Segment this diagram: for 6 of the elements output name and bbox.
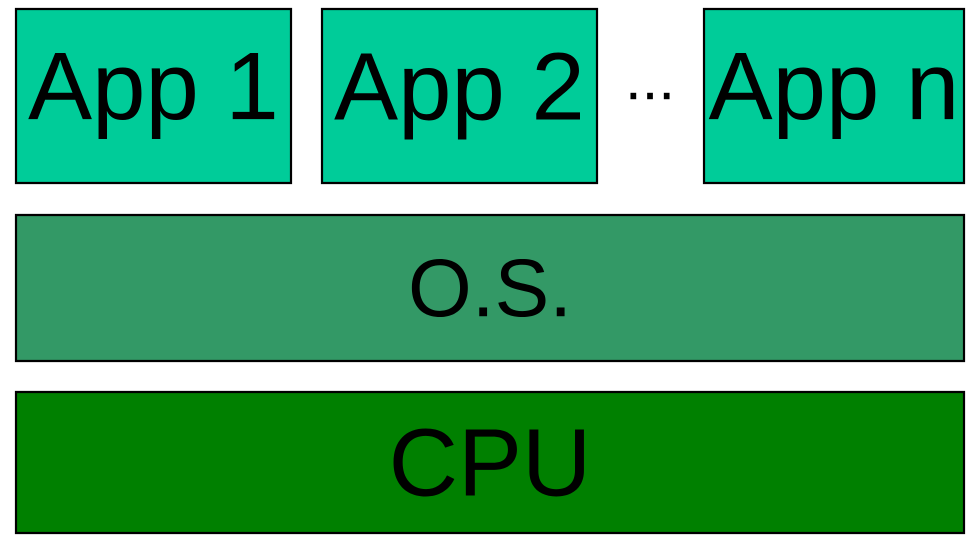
- app-box: App 2: [320, 8, 598, 184]
- ellipsis: ...: [630, 92, 670, 100]
- layer-box: O.S.: [14, 214, 966, 362]
- app-box: App n: [702, 8, 966, 184]
- app-box: App 1: [14, 8, 292, 184]
- layer-box: CPU: [14, 390, 966, 534]
